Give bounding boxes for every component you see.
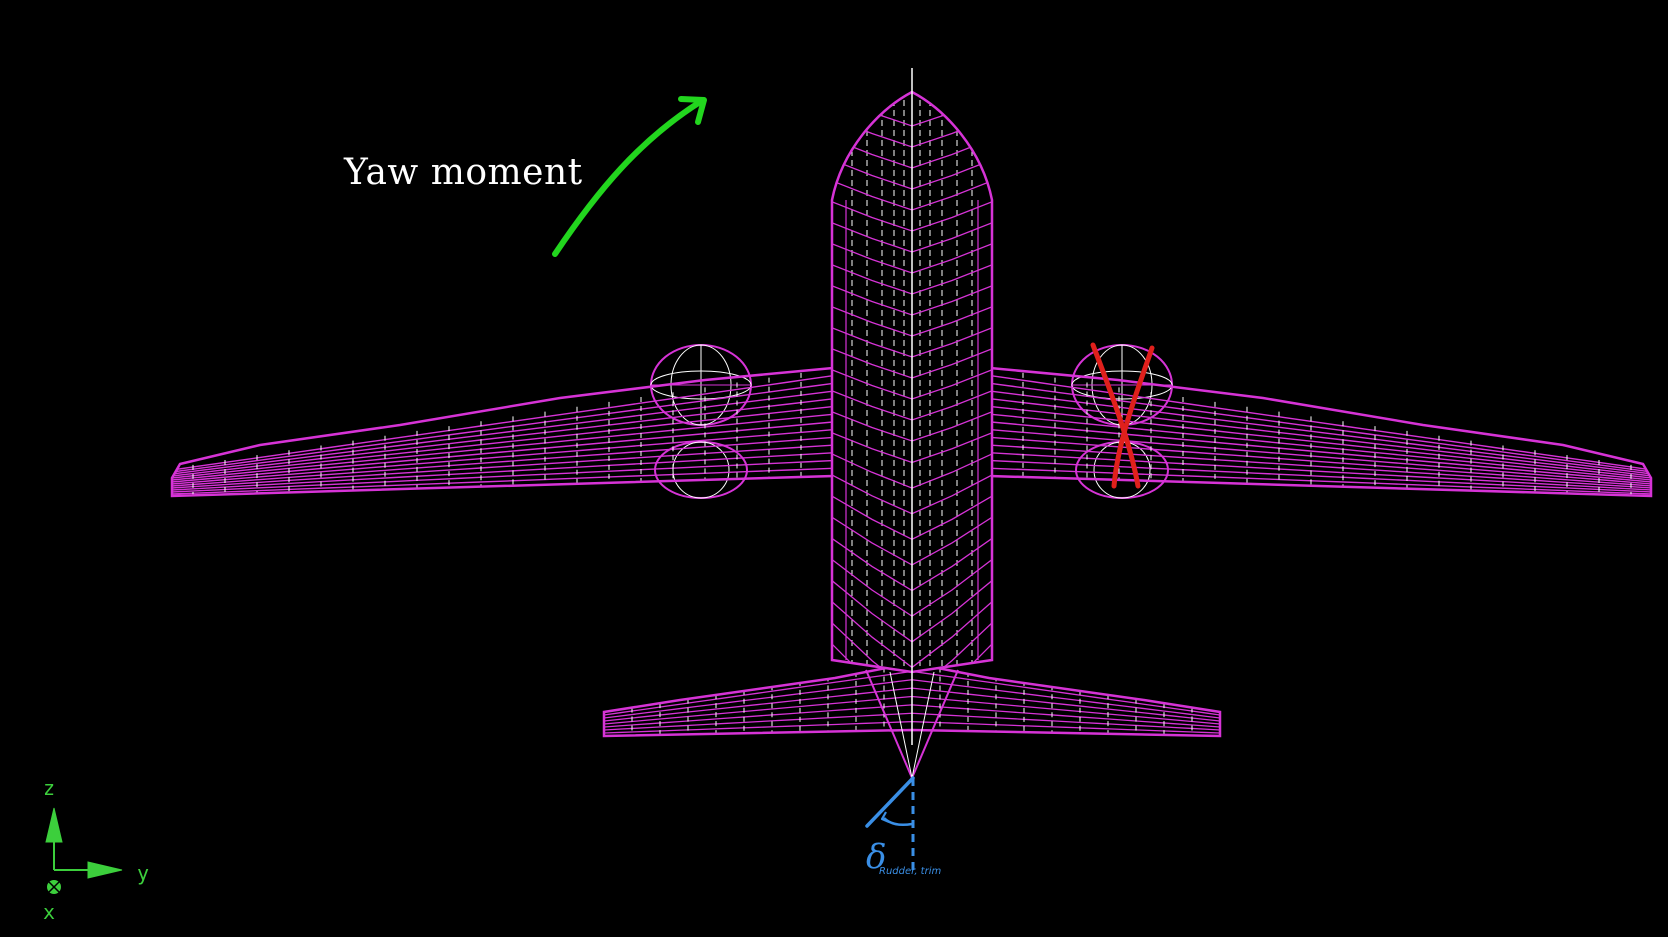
curved-arrow-icon	[552, 96, 707, 257]
wing-right	[988, 366, 1653, 498]
axis-x-label: x	[43, 900, 55, 924]
yaw-moment-label: Yaw moment	[344, 152, 583, 193]
axis-triad-icon: z y x	[43, 776, 149, 924]
rudder-subscript: Rudder, trim	[879, 866, 941, 877]
fuselage	[830, 68, 994, 781]
red-cross-icon	[1090, 342, 1155, 489]
axis-z-label: z	[43, 776, 55, 800]
wing-left	[170, 366, 835, 498]
rudder-deflection-annotation: δ Rudder, trim	[865, 776, 941, 877]
axis-y-label: y	[137, 861, 149, 885]
rudder-symbol: δ	[866, 837, 886, 877]
